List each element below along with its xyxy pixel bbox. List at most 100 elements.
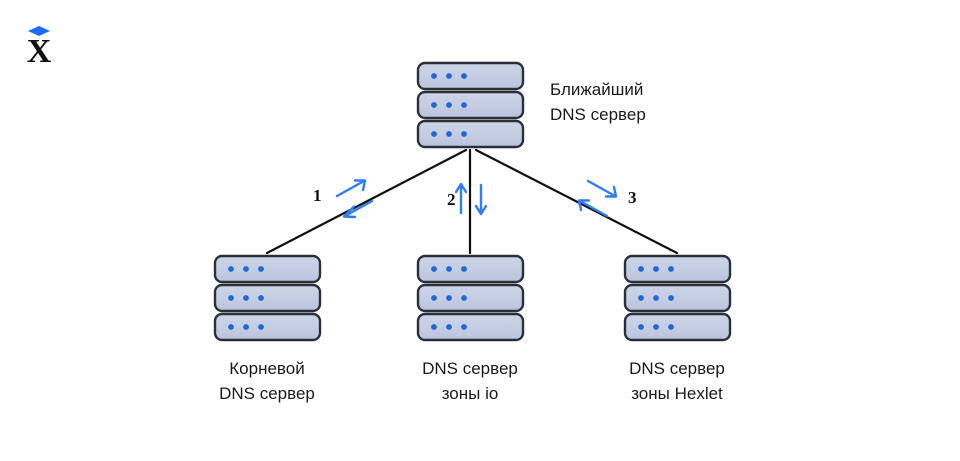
server-led-icon — [258, 324, 264, 330]
server-stack-hexlet-zone-dns-server — [623, 254, 732, 342]
label-line: DNS сервер — [422, 359, 518, 378]
server-led-icon — [431, 295, 437, 301]
server-unit-body — [213, 312, 322, 342]
server-unit-body — [213, 254, 322, 284]
server-unit — [416, 119, 525, 149]
server-led-icon — [461, 266, 467, 272]
server-led-icon — [258, 295, 264, 301]
server-led-icon — [668, 324, 674, 330]
server-led-icon — [446, 102, 452, 108]
server-unit-body — [623, 283, 732, 313]
server-unit — [623, 283, 732, 313]
arrow-1-down-head — [342, 205, 357, 219]
server-led-icon — [638, 266, 644, 272]
server-unit — [416, 61, 525, 91]
server-stack-io-zone-dns-server — [416, 254, 525, 342]
arrow-pair-connection-2 — [454, 182, 488, 216]
server-led-icon — [461, 324, 467, 330]
label-line: Ближайший — [550, 80, 644, 99]
server-led-icon — [653, 295, 659, 301]
logo-letter-x: X — [27, 33, 52, 66]
server-led-icon — [461, 295, 467, 301]
server-unit — [416, 90, 525, 120]
logo-diamond-icon — [28, 26, 50, 36]
server-led-icon — [668, 295, 674, 301]
arrow-3-up-head — [577, 199, 591, 212]
server-unit-body — [416, 90, 525, 120]
server-unit-body — [416, 254, 525, 284]
server-led-icon — [258, 266, 264, 272]
server-led-icon — [446, 73, 452, 79]
server-led-icon — [653, 324, 659, 330]
server-unit — [623, 254, 732, 284]
server-unit — [213, 283, 322, 313]
arrow-2-up-head — [454, 182, 468, 194]
server-led-icon — [228, 295, 234, 301]
hexlet-logo-svg: X — [27, 26, 52, 70]
arrow-pair-connection-3 — [577, 179, 618, 218]
server-led-icon — [431, 266, 437, 272]
line-to-root-dns-server — [265, 148, 468, 255]
arrow-pair-connection-1 — [335, 179, 374, 219]
hexlet-logo: X — [16, 18, 62, 70]
server-led-icon — [431, 73, 437, 79]
server-led-icon — [461, 131, 467, 137]
server-led-icon — [243, 324, 249, 330]
flow-arrows — [335, 179, 618, 219]
arrow-1-down-shaft — [343, 199, 374, 218]
arrow-3-down-shaft — [586, 179, 617, 198]
step-number-1: 1 — [313, 186, 322, 205]
server-stack-nearest-dns-server — [416, 61, 525, 149]
server-unit — [416, 312, 525, 342]
server-stack-root-dns-server — [213, 254, 322, 342]
server-led-icon — [638, 295, 644, 301]
arrow-3-up-shaft — [578, 199, 609, 218]
step-number-3: 3 — [628, 188, 637, 207]
server-unit-body — [416, 61, 525, 91]
server-led-icon — [461, 73, 467, 79]
connection-lines — [265, 148, 679, 255]
server-led-icon — [228, 266, 234, 272]
server-unit-body — [623, 254, 732, 284]
server-led-icon — [446, 324, 452, 330]
server-led-icon — [668, 266, 674, 272]
server-unit-body — [416, 312, 525, 342]
label-line: DNS сервер — [629, 359, 725, 378]
server-led-icon — [431, 131, 437, 137]
server-led-icon — [446, 266, 452, 272]
label-io-zone-dns-server: DNS сервер зоны io — [422, 356, 518, 406]
server-led-icon — [653, 266, 659, 272]
label-hexlet-zone-dns-server: DNS сервер зоны Hexlet — [629, 356, 725, 406]
line-to-hexlet-zone-dns-server — [474, 148, 679, 255]
label-line: зоны Hexlet — [631, 384, 723, 403]
label-line: DNS сервер — [219, 384, 315, 403]
label-line: Корневой — [229, 359, 305, 378]
arrow-2-down-head — [474, 204, 488, 216]
label-root-dns-server: Корневой DNS сервер — [219, 356, 315, 406]
server-led-icon — [446, 131, 452, 137]
label-line: DNS сервер — [550, 105, 646, 124]
label-nearest-dns-server: Ближайший DNS сервер — [550, 77, 646, 127]
server-led-icon — [431, 324, 437, 330]
arrow-1-up-shaft — [335, 179, 366, 198]
server-unit — [213, 312, 322, 342]
server-unit — [416, 283, 525, 313]
arrow-1-up-head — [353, 179, 367, 192]
server-unit-body — [623, 312, 732, 342]
server-unit — [623, 312, 732, 342]
server-unit-body — [416, 119, 525, 149]
server-led-icon — [446, 295, 452, 301]
server-led-icon — [243, 295, 249, 301]
server-led-icon — [461, 102, 467, 108]
server-unit-body — [416, 283, 525, 313]
label-line: зоны io — [441, 384, 499, 403]
server-led-icon — [243, 266, 249, 272]
server-led-icon — [228, 324, 234, 330]
server-led-icon — [431, 102, 437, 108]
server-unit-body — [213, 283, 322, 313]
server-led-icon — [638, 324, 644, 330]
step-number-2: 2 — [447, 190, 456, 209]
server-unit — [213, 254, 322, 284]
